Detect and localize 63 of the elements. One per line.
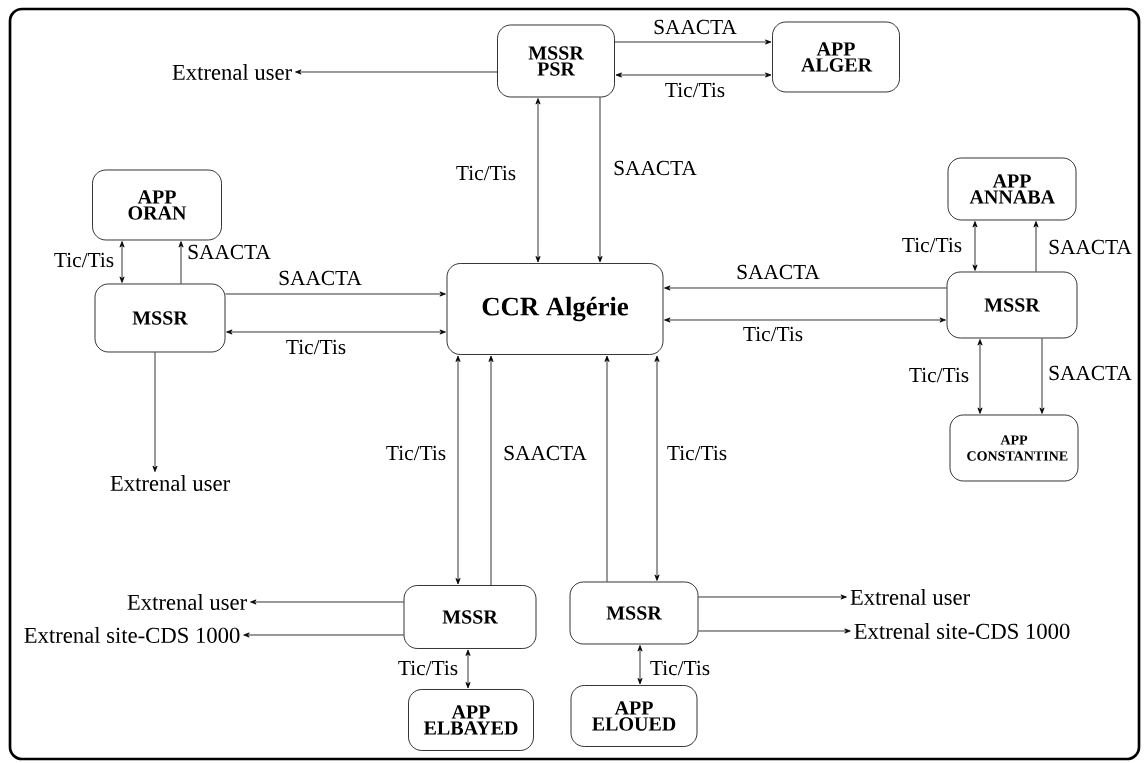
arrow [698, 594, 847, 600]
process-box: MSSR [946, 271, 1078, 339]
arrow [597, 97, 603, 263]
arrow [178, 241, 184, 284]
edge-label: Tic/Tis [909, 367, 969, 383]
process-box: MSSR [403, 585, 537, 649]
process-box: MSSR [569, 581, 699, 645]
arrow [664, 285, 947, 291]
process-box: MSSR [94, 283, 226, 353]
arrow [664, 317, 946, 323]
arrow [1039, 338, 1045, 414]
arrow [295, 69, 498, 75]
arrow [604, 355, 610, 582]
process-box: APP ALGER [772, 21, 900, 93]
process-box: MSSR PSR [497, 24, 615, 98]
edge-label: Tic/Tis [286, 339, 346, 355]
edge-label: SAACTA [1049, 239, 1132, 255]
arrow [488, 355, 494, 586]
arrow [250, 599, 404, 605]
arrow [455, 355, 461, 585]
arrow [243, 632, 404, 638]
arrow [1033, 221, 1039, 272]
edge-label: SAACTA [279, 270, 362, 286]
edge-label: Tic/Tis [902, 237, 962, 253]
arrow [637, 645, 643, 685]
edge-label: Tic/Tis [54, 252, 114, 268]
arrow [614, 39, 772, 45]
arrow [698, 628, 851, 634]
arrow [465, 649, 471, 689]
arrow [615, 72, 772, 78]
process-box: CCR Algérie [446, 263, 664, 355]
process-box: APP CONSTANTINE [949, 414, 1079, 482]
edge-label: SAACTA [188, 244, 271, 260]
arrow [226, 329, 446, 335]
process-box: APP ANNABA [947, 157, 1077, 221]
process-box: APP ELOUED [570, 685, 698, 747]
edge-label: SAACTA [504, 445, 587, 461]
process-box: APP ELBAYED [408, 689, 534, 751]
arrow [977, 339, 983, 414]
edge-label: SAACTA [614, 160, 697, 176]
endpoint-label: Extrenal site-CDS 1000 [24, 627, 240, 643]
edge-label: Tic/Tis [667, 445, 727, 461]
arrow [654, 355, 660, 581]
endpoint-label: Extrenal site-CDS 1000 [854, 623, 1070, 639]
arrow [225, 291, 446, 297]
edge-label: Tic/Tis [386, 445, 446, 461]
endpoint-label: Extrenal user [850, 589, 970, 605]
edge-label: Tic/Tis [650, 660, 710, 676]
edge-label: Tic/Tis [398, 660, 458, 676]
endpoint-label: Extrenal user [110, 475, 230, 491]
arrow [152, 352, 158, 472]
arrow [119, 241, 125, 283]
edge-label: SAACTA [737, 264, 820, 280]
process-box: APP ORAN [92, 169, 222, 241]
edge-label: Tic/Tis [456, 165, 516, 181]
endpoint-label: Extrenal user [127, 594, 247, 610]
arrow [972, 221, 978, 271]
edge-label: SAACTA [654, 19, 737, 35]
edge-label: Tic/Tis [743, 326, 803, 342]
edge-label: Tic/Tis [665, 82, 725, 98]
arrow [535, 98, 541, 263]
edge-label: SAACTA [1049, 365, 1132, 381]
endpoint-label: Extrenal user [172, 64, 292, 80]
